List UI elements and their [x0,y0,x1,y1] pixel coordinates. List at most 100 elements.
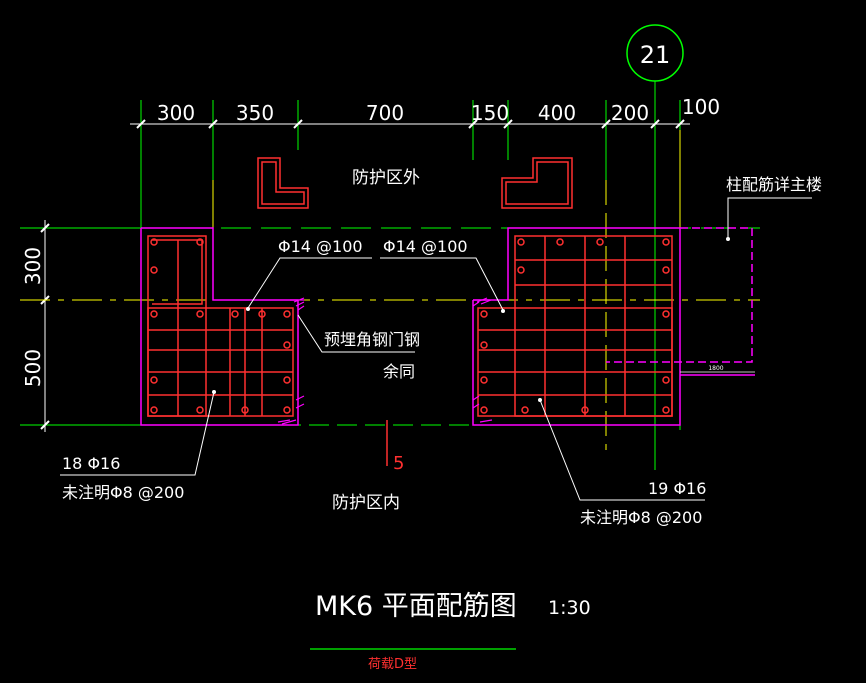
leader-dots [212,237,730,402]
rebar-dot [517,266,525,274]
left-main-rebar: 18 Φ16 [62,454,120,473]
rebar-dot [150,266,158,274]
drawing-title: MK6 平面配筋图 1:30 荷载D型 [310,591,591,672]
rebar-dot [283,341,291,349]
rebar-dot [662,376,670,384]
section-number: 5 [393,453,404,474]
left-dimension-chain: 300 500 [20,220,141,432]
dim-text: 400 [538,101,576,125]
tick [503,119,513,129]
rebar-dot [231,310,239,318]
title-scale: 1:30 [548,597,591,619]
right-main-rebar: 19 Φ16 [648,479,706,498]
embedded-angle-label: 预埋角钢门钢 [324,330,420,349]
leader-rebar-right-top [380,257,504,311]
tick [136,119,146,129]
leader-right-main [539,399,705,501]
stirrup-outer [147,307,294,417]
stirrup-outer [477,307,673,417]
section-mark: 5 [386,420,404,474]
zone-outside-label: 防护区外 [352,168,420,188]
leader-dot [501,309,505,313]
leader-column-note [727,197,812,238]
tick [675,119,685,129]
tick [601,119,611,129]
leaders [60,197,812,501]
left-rebar-note: 未注明Φ8 @200 [62,483,184,502]
rebar-dot [662,406,670,414]
rebar-dot [556,238,564,246]
left-rebar-cage [147,235,294,417]
annotations: 防护区外 防护区内 柱配筋详主楼 Φ14 @100 Φ14 @100 预埋角钢门… [62,168,822,527]
rebar-dot [241,406,249,414]
symbol-right-inner [505,161,569,205]
dim-text: 1800 [708,365,723,372]
dim-text: 500 [21,349,45,387]
leader-dot [538,398,542,402]
small-dimension: 1800 [680,365,755,373]
rebar-dot [150,310,158,318]
rebar-right-top: Φ14 @100 [383,237,468,256]
rebar-dot [517,238,525,246]
dim-text: 100 [682,95,720,119]
rebar-left-top: Φ14 @100 [278,237,363,256]
title-main: MK6 平面配筋图 [315,591,517,622]
angle-left [277,297,305,425]
tick [650,119,660,129]
rebar-dot [283,376,291,384]
rebar-dot [662,310,670,318]
tick [208,119,218,129]
symbol-left-inner [261,161,305,205]
dim-text: 700 [366,101,404,125]
rebar-dot [150,406,158,414]
section-symbols [257,157,573,209]
axis-label: 21 [640,41,671,69]
leader-dot [246,307,250,311]
embedded-angle-steel [277,297,493,425]
rebar-dot [480,376,488,384]
leader-left-main [60,391,215,476]
rebar-dot [283,310,291,318]
rebar-dot [596,238,604,246]
rebar-dot [150,376,158,384]
rebar-dot [480,310,488,318]
rebar-dot [480,406,488,414]
dim-text: 300 [21,247,45,285]
dim-text: 200 [611,101,649,125]
top-dimension-chain: 300 350 700 150 400 200 100 [130,95,720,430]
tick [293,119,303,129]
outline-column [606,227,753,363]
title-subtitle: 荷载D型 [368,657,417,672]
angle-right [472,297,493,423]
dim-text: 300 [157,101,195,125]
rebar-dot [662,266,670,274]
leader-angle [297,314,415,353]
rebar-dot [480,341,488,349]
tick [40,223,50,233]
leader-dot [726,237,730,241]
rebar-dot [662,238,670,246]
stirrup-outer [514,235,673,417]
rebar-dot [258,310,266,318]
symbol-right [501,157,573,209]
rebar-dot [196,238,204,246]
right-rebar-note: 未注明Φ8 @200 [580,508,702,527]
stirrup-outer [147,235,207,417]
dim-text: 350 [236,101,274,125]
zone-inside-label: 防护区内 [332,493,400,513]
same-rest-label: 余同 [383,362,415,381]
dim-text: 150 [471,101,509,125]
tick [468,119,478,129]
rebar-dot [581,406,589,414]
rebar-dot [196,406,204,414]
stirrup [152,239,203,305]
leader-dot [212,390,216,394]
grid-axis: 21 [626,24,684,470]
tick [40,420,50,430]
leader-rebar-left-top [247,257,372,309]
rebar-dot [150,238,158,246]
symbol-left [257,157,309,209]
rebar-dot [196,310,204,318]
right-rebar-cage [477,235,673,417]
